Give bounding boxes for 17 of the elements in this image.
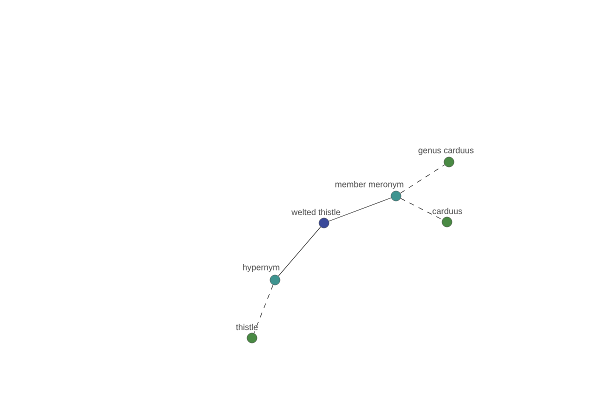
graph-node: member meronym (335, 181, 404, 202)
connector (278, 226, 321, 276)
dashed-connector (400, 164, 445, 194)
node-label: member meronym (335, 181, 404, 189)
dashed-connector (400, 198, 443, 220)
dashed-connector (254, 284, 274, 334)
graph-node: welted thistle (291, 208, 340, 228)
graph-node: carduus (432, 208, 462, 228)
connector (328, 198, 392, 222)
node-label: hypernym (243, 264, 280, 272)
node-label: thistle (236, 324, 258, 330)
node-label: welted thistle (291, 208, 340, 216)
graph-node: genus carduus (418, 147, 474, 168)
graph-node: thistle (236, 324, 258, 344)
node-label: carduus (432, 208, 462, 214)
graph-node: hypernym (243, 264, 280, 286)
node-label: genus carduus (418, 147, 474, 155)
